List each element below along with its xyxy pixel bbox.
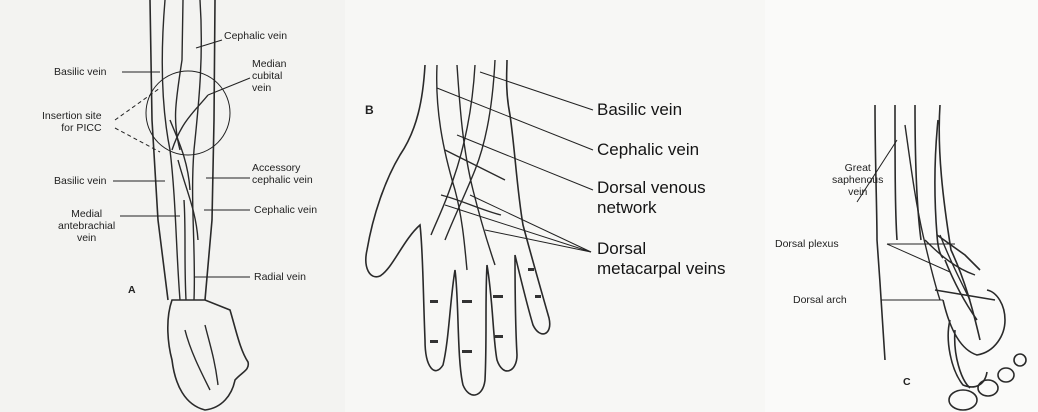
big-toe xyxy=(949,390,977,410)
foot-outline-right xyxy=(939,105,980,340)
label-cephalic-vein-mid: Cephalic vein xyxy=(254,204,317,216)
label-radial-vein: Radial vein xyxy=(254,271,306,283)
foot-outline-left xyxy=(895,105,897,240)
foot-outline-right xyxy=(937,235,980,270)
hand-outline-b xyxy=(366,60,550,395)
label-basilic-vein-top: Basilic vein xyxy=(54,66,107,78)
panel-letter-b: B xyxy=(365,104,374,118)
foot-toes xyxy=(943,290,1005,355)
foot-illustration xyxy=(765,0,1038,412)
toe-3 xyxy=(998,368,1014,382)
label-great-saphenous-vein: Great saphenous vein xyxy=(832,162,883,198)
label-median-cubital-vein: Median cubital vein xyxy=(252,58,286,94)
label-dorsal-venous-network: Dorsal venous network xyxy=(597,178,706,217)
insertion-site-circle xyxy=(146,71,230,155)
arm-outline-left xyxy=(150,0,168,300)
label-insertion-site: Insertion site for PICC xyxy=(42,110,102,134)
label-dorsal-plexus: Dorsal plexus xyxy=(775,238,839,250)
label-basilic-vein: Basilic vein xyxy=(597,100,682,120)
label-dorsal-metacarpal-veins: Dorsal metacarpal veins xyxy=(597,239,726,278)
foot-outline-left xyxy=(875,105,885,360)
label-accessory-cephalic-vein: Accessory cephalic vein xyxy=(252,162,313,186)
panel-c-foot: Great saphenous vein Dorsal plexus Dorsa… xyxy=(765,0,1038,412)
hand-outline-a xyxy=(168,300,249,410)
label-cephalic-vein: Cephalic vein xyxy=(597,140,699,160)
label-dorsal-arch: Dorsal arch xyxy=(793,294,847,306)
panel-letter-c: C xyxy=(903,376,911,388)
panel-letter-a: A xyxy=(128,284,136,296)
label-cephalic-vein-top: Cephalic vein xyxy=(224,30,287,42)
toe-4 xyxy=(1014,354,1026,366)
panel-a-forearm: Cephalic vein Basilic vein Median cubita… xyxy=(0,0,345,412)
label-medial-antebrachial-vein: Medial antebrachial vein xyxy=(58,208,115,244)
panel-b-hand: Basilic vein Cephalic vein Dorsal venous… xyxy=(345,0,765,412)
label-basilic-vein-mid: Basilic vein xyxy=(54,175,107,187)
toe-2 xyxy=(978,380,998,396)
